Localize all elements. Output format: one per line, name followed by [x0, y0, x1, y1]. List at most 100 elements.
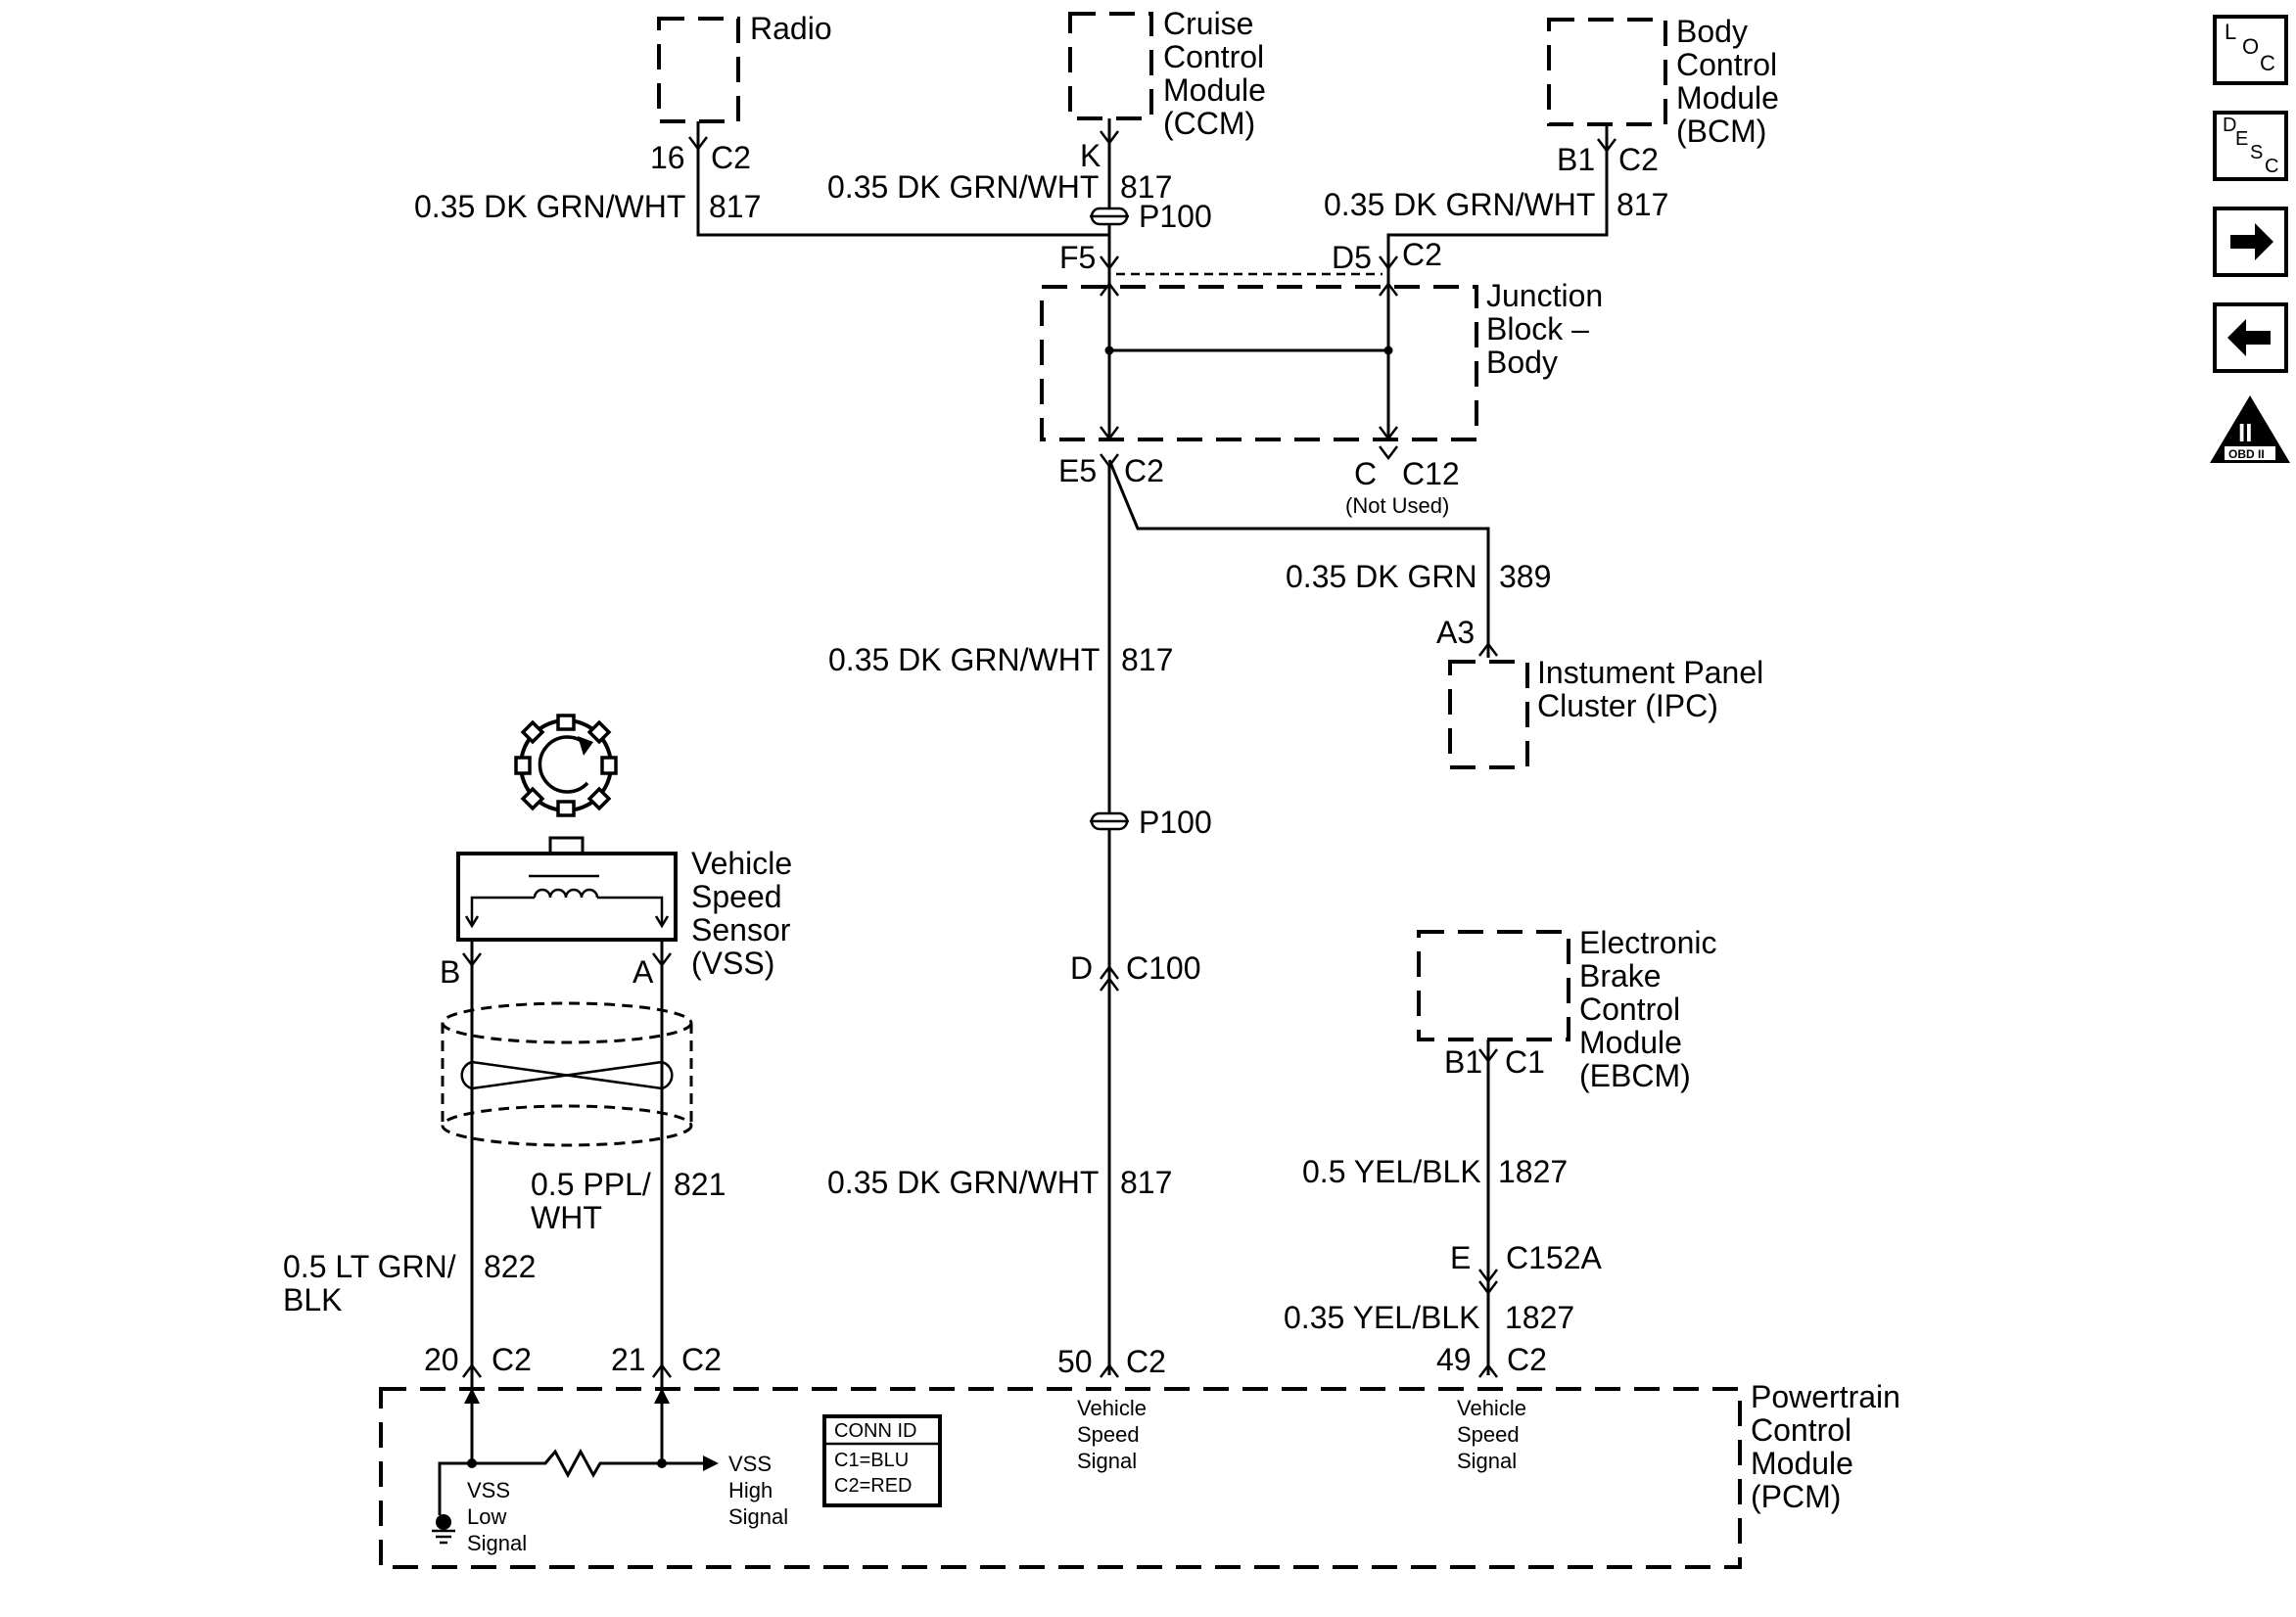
trunk-wire-circuit: 817: [1121, 642, 1173, 677]
p100-top-symbol: [1090, 207, 1129, 226]
next-arrow-icon: [2230, 223, 2273, 260]
pcm-20-conn: C2: [492, 1342, 532, 1377]
pcm-50-conn: C2: [1126, 1344, 1166, 1379]
pcm-21-conn: C2: [681, 1342, 722, 1377]
radio-wire-circuit: 817: [709, 189, 761, 224]
previous-arrow-icon: [2227, 319, 2271, 356]
bcm-wire: B1 C2 0.35 DK GRN/WHT 817 D5 C2: [1324, 124, 1668, 275]
desc-letter-d: D: [2223, 115, 2236, 136]
ccm-pin: K: [1080, 138, 1101, 173]
trunk-wire-color: 0.35 DK GRN/WHT: [828, 642, 1100, 677]
vss-high-signal-label: VSS High Signal: [728, 1452, 788, 1529]
vss-a-pin: A: [633, 954, 654, 990]
ccm-label: Cruise Control Module (CCM): [1163, 6, 1275, 141]
pcm-20-pin: 20: [424, 1342, 459, 1377]
ebcm-conn: C1: [1505, 1044, 1545, 1080]
jb-e5-conn: C2: [1124, 453, 1164, 488]
twisted-pair-shield: [441, 1001, 693, 1147]
cruise-control-module: Cruise Control Module (CCM): [1068, 6, 1275, 141]
powertrain-control-module: Powertrain Control Module (PCM): [379, 1379, 1909, 1569]
vehicle-speed-sensor: Vehicle Speed Sensor (VSS): [456, 836, 801, 981]
next-page-button[interactable]: [2213, 207, 2288, 277]
obd-numeral: II: [2238, 418, 2252, 447]
ground-icon: [436, 1514, 451, 1530]
obd-ii-button[interactable]: II OBD II: [2210, 395, 2290, 463]
conn-id-c2: C2=RED: [834, 1475, 912, 1497]
desc-letter-s: S: [2250, 142, 2263, 163]
conn-id-box: CONN ID C1=BLU C2=RED: [822, 1414, 942, 1507]
p100-top-label: P100: [1139, 199, 1212, 234]
bcm-wire-circuit: 817: [1617, 187, 1668, 222]
p100-mid-label: P100: [1139, 805, 1212, 840]
electronic-brake-control-module: Electronic Brake Control Module (EBCM): [1417, 925, 1725, 1093]
ccm-wire: K 0.35 DK GRN/WHT 817 P100 F5: [827, 118, 1212, 275]
main-trunk-wire: 0.35 DK GRN/WHT 817 P100 D C100 0.35 DK …: [827, 466, 1212, 1379]
desc-letter-e: E: [2235, 128, 2248, 150]
vss-b-pin: B: [440, 954, 460, 990]
jb-e5-pin: E5: [1058, 453, 1097, 488]
reluctor-wheel-icon: [514, 714, 618, 817]
body-control-module: Body Control Module (BCM): [1547, 14, 1788, 149]
radio-module: Radio: [657, 11, 832, 123]
bcm-pin: B1: [1557, 142, 1595, 177]
ebcm-lower-wire-color: 0.35 YEL/BLK: [1284, 1300, 1479, 1335]
obd-ii-icon: [2210, 395, 2290, 463]
vss-low-signal-label: VSS Low Signal: [467, 1478, 527, 1555]
vss-label: Vehicle Speed Sensor (VSS): [691, 846, 801, 981]
loc-letter-c: C: [2260, 51, 2275, 75]
ccm-wire-color: 0.35 DK GRN/WHT: [827, 169, 1099, 205]
jb-c-pin: C: [1354, 456, 1377, 491]
bcm-label: Body Control Module (BCM): [1676, 14, 1788, 149]
c152a-pin: E: [1450, 1240, 1471, 1275]
lower-wire-color: 0.35 DK GRN/WHT: [827, 1165, 1099, 1200]
pcm-49-signal-label: Vehicle Speed Signal: [1457, 1396, 1532, 1473]
conn-id-c1: C1=BLU: [834, 1450, 909, 1471]
loc-letter-o: O: [2242, 34, 2259, 59]
jb-c12-conn: C12: [1402, 456, 1460, 491]
ipc-wire: 0.35 DK GRN 389 A3: [1107, 459, 1551, 658]
ipc-wire-color: 0.35 DK GRN: [1286, 559, 1477, 594]
previous-page-button[interactable]: [2213, 302, 2288, 373]
component-locator-button[interactable]: L O C: [2213, 15, 2288, 85]
radio-label: Radio: [750, 11, 832, 46]
instrument-panel-cluster: Instument Panel Cluster (IPC): [1448, 655, 1772, 769]
c152a-label: C152A: [1506, 1240, 1603, 1275]
bcm-conn: C2: [1618, 142, 1659, 177]
junction-block-body: Junction Block – Body: [1040, 269, 1603, 441]
not-used-label: (Not Used): [1345, 493, 1449, 518]
jb-d5-conn: C2: [1402, 237, 1442, 272]
pcm-vss-circuit: VSS Low Signal VSS High Signal: [432, 1375, 788, 1555]
ebcm-wire-color: 0.5 YEL/BLK: [1302, 1154, 1481, 1189]
ebcm-wire-circuit: 1827: [1498, 1154, 1568, 1189]
ebcm-wire: B1 C1 0.5 YEL/BLK 1827 E C152A 0.35 YEL/…: [1284, 1040, 1603, 1378]
conn-id-title: CONN ID: [834, 1420, 916, 1442]
vss-low-wire-color: 0.5 LT GRN/ BLK: [283, 1249, 465, 1317]
lower-wire-circuit: 817: [1120, 1165, 1172, 1200]
c100-label: C100: [1126, 950, 1201, 986]
jb-d5-pin: D5: [1332, 240, 1372, 275]
ipc-label: Instument Panel Cluster (IPC): [1537, 655, 1772, 723]
radio-wire: 16 C2 0.35 DK GRN/WHT 817: [414, 121, 1109, 237]
ipc-wire-circuit: 389: [1499, 559, 1551, 594]
radio-conn: C2: [711, 140, 751, 175]
pcm-label: Powertrain Control Module (PCM): [1751, 1379, 1909, 1514]
vss-low-wire-circuit: 822: [484, 1249, 536, 1284]
loc-letter-l: L: [2225, 20, 2236, 44]
jb-f5-pin: F5: [1059, 240, 1096, 275]
ipc-pin: A3: [1436, 615, 1475, 650]
vss-high-wire-circuit: 821: [674, 1167, 726, 1202]
description-button[interactable]: D E S C: [2213, 111, 2288, 181]
pcm-21-pin: 21: [611, 1342, 646, 1377]
vss-high-wire: A 0.5 PPL/ WHT 821 21 C2: [531, 940, 726, 1378]
vss-low-wire: B 0.5 LT GRN/ BLK 822 20 C2: [283, 940, 536, 1378]
p100-mid-symbol: [1090, 811, 1129, 831]
pcm-49-pin: 49: [1436, 1342, 1472, 1377]
pcm-50-signal-label: Vehicle Speed Signal: [1077, 1396, 1152, 1473]
desc-letter-c: C: [2265, 156, 2278, 177]
pcm-49-conn: C2: [1507, 1342, 1547, 1377]
ebcm-label: Electronic Brake Control Module (EBCM): [1579, 925, 1725, 1093]
radio-wire-color: 0.35 DK GRN/WHT: [414, 189, 685, 224]
bcm-wire-color: 0.35 DK GRN/WHT: [1324, 187, 1595, 222]
pcm-50-pin: 50: [1057, 1344, 1093, 1379]
